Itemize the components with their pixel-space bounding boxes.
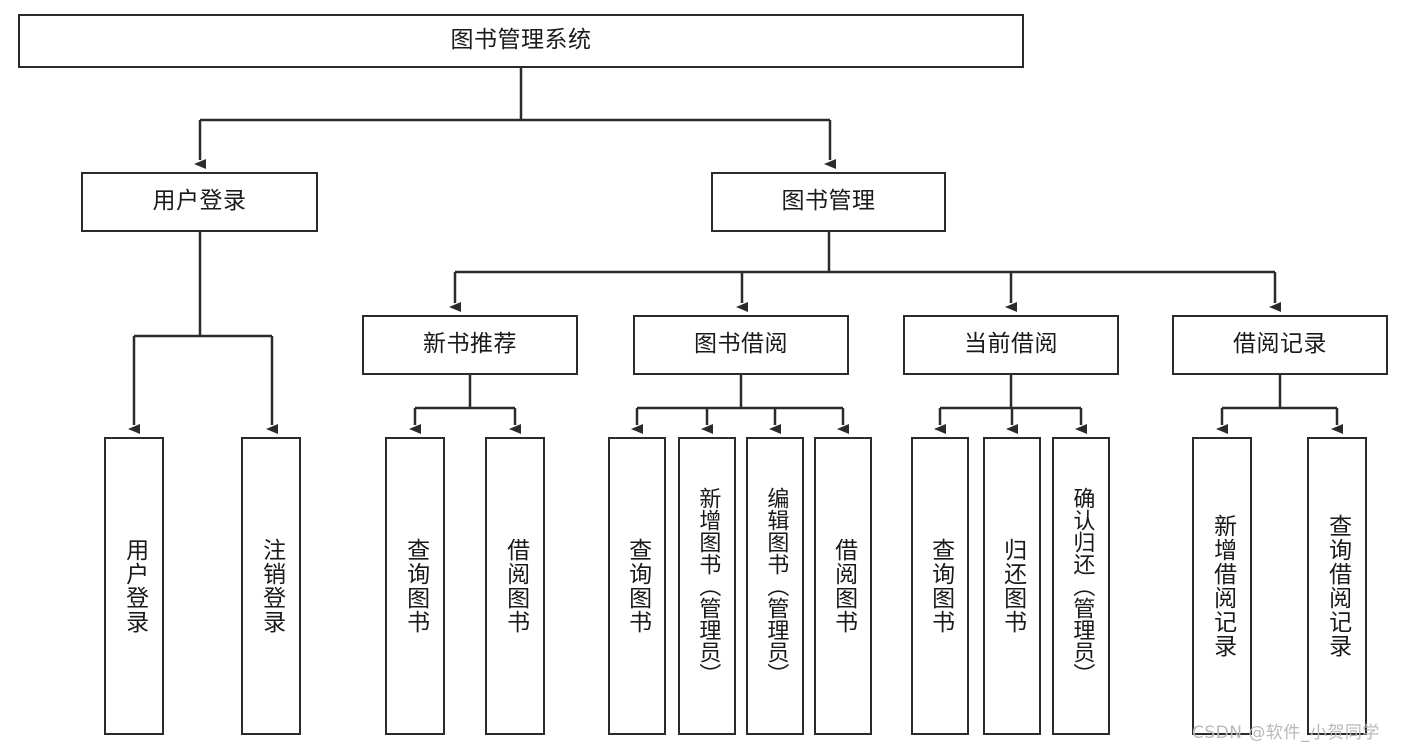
leaf-user-login-label: 用户登录: [121, 538, 148, 634]
leaf-add-borrow-record-label: 新增借阅记录: [1209, 514, 1236, 658]
leaf-query-book-borrow-label: 查询图书: [624, 538, 651, 634]
node-book-manage-label: 图书管理: [781, 188, 876, 215]
leaf-query-book-recommend-label: 查询图书: [402, 538, 429, 634]
edge-root-to-level2: [194, 68, 836, 169]
node-book-borrow-label: 图书借阅: [694, 331, 788, 358]
edge-userlogin-to-leaves: [128, 232, 278, 434]
leaf-return-book[interactable]: 归还图书: [983, 437, 1041, 735]
csdn-watermark: CSDN @软件_小贺同学: [1192, 718, 1380, 743]
leaf-add-borrow-record[interactable]: 新增借阅记录: [1192, 437, 1252, 735]
leaf-query-book-current-label: 查询图书: [927, 538, 954, 634]
node-book-manage[interactable]: 图书管理: [711, 172, 946, 232]
leaf-logout[interactable]: 注销登录: [241, 437, 301, 735]
edge-bookborrow-to-leaves: [631, 375, 849, 434]
edge-bookmanage-to-level3: [449, 232, 1281, 312]
node-book-borrow[interactable]: 图书借阅: [633, 315, 849, 375]
leaf-user-login[interactable]: 用户登录: [104, 437, 164, 735]
node-root-system[interactable]: 图书管理系统: [18, 14, 1024, 68]
leaf-borrow-book-recommend[interactable]: 借阅图书: [485, 437, 545, 735]
leaf-query-borrow-record-label: 查询借阅记录: [1324, 514, 1351, 658]
leaf-confirm-return-admin-label: 确认归还（管理员）: [1069, 487, 1095, 685]
edge-newbook-to-leaves: [409, 375, 521, 434]
leaf-borrow-book[interactable]: 借阅图书: [814, 437, 872, 735]
node-new-book-recommend[interactable]: 新书推荐: [362, 315, 578, 375]
leaf-add-book-admin-label: 新增图书（管理员）: [695, 487, 721, 685]
node-borrow-record-label: 借阅记录: [1233, 331, 1327, 358]
edge-currentborrow-to-leaves: [934, 375, 1087, 434]
leaf-confirm-return-admin[interactable]: 确认归还（管理员）: [1052, 437, 1110, 735]
leaf-add-book-admin[interactable]: 新增图书（管理员）: [678, 437, 736, 735]
leaf-query-book-current[interactable]: 查询图书: [911, 437, 969, 735]
leaf-logout-label: 注销登录: [258, 538, 285, 634]
node-user-login-label: 用户登录: [152, 188, 247, 215]
csdn-watermark-text: CSDN @软件_小贺同学: [1192, 723, 1380, 743]
leaf-query-book-recommend[interactable]: 查询图书: [385, 437, 445, 735]
node-current-borrow[interactable]: 当前借阅: [903, 315, 1119, 375]
leaf-edit-book-admin-label: 编辑图书（管理员）: [763, 487, 789, 685]
leaf-edit-book-admin[interactable]: 编辑图书（管理员）: [746, 437, 804, 735]
leaf-query-book-borrow[interactable]: 查询图书: [608, 437, 666, 735]
node-user-login[interactable]: 用户登录: [81, 172, 318, 232]
node-borrow-record[interactable]: 借阅记录: [1172, 315, 1388, 375]
leaf-borrow-book-label: 借阅图书: [830, 538, 857, 634]
node-current-borrow-label: 当前借阅: [964, 331, 1058, 358]
edge-borrowrecord-to-leaves: [1216, 375, 1343, 434]
leaf-query-borrow-record[interactable]: 查询借阅记录: [1307, 437, 1367, 735]
leaf-return-book-label: 归还图书: [999, 538, 1026, 634]
leaf-borrow-book-recommend-label: 借阅图书: [502, 538, 529, 634]
node-new-book-recommend-label: 新书推荐: [423, 331, 517, 358]
node-root-label: 图书管理系统: [450, 27, 592, 54]
